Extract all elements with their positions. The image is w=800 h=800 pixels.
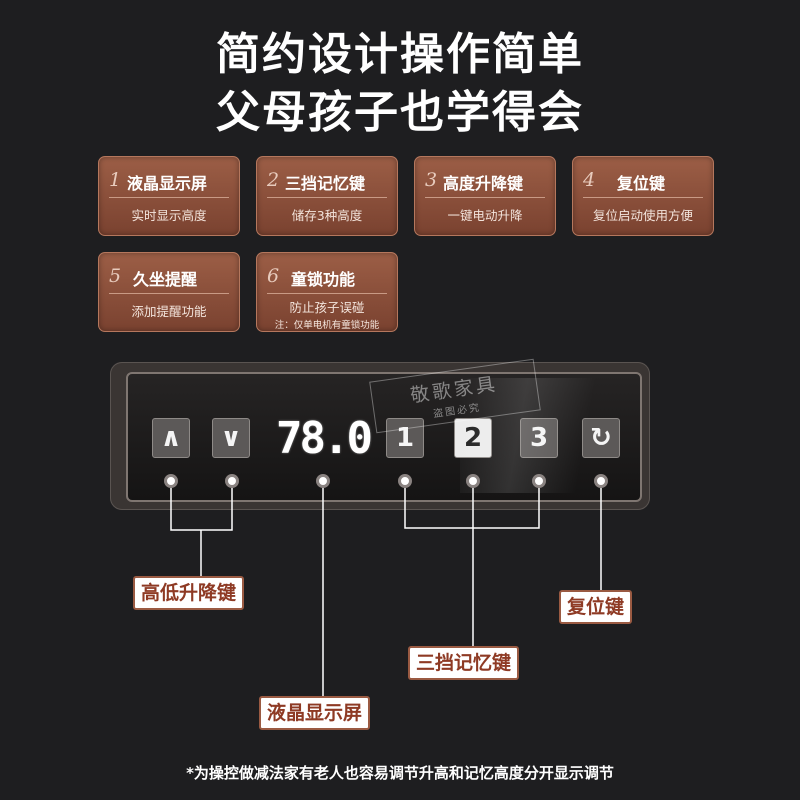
feature-number: 1	[109, 169, 122, 191]
feature-title: 复位键	[617, 174, 666, 193]
footer-note: *为操控做减法家有老人也容易调节升高和记忆高度分开显示调节	[186, 764, 614, 782]
reset-icon: ↻	[590, 423, 612, 453]
callout-reset-key: 复位键	[559, 590, 633, 624]
connector-memory	[404, 488, 540, 529]
indicator-dot-reset	[594, 474, 608, 488]
feature-title: 液晶显示屏	[127, 174, 208, 193]
callout-lcd: 液晶显示屏	[259, 696, 371, 730]
feature-number: 3	[425, 169, 438, 191]
reset-button[interactable]: ↻	[582, 418, 620, 458]
feature-card-lcd: 1 液晶显示屏 实时显示高度	[98, 156, 240, 236]
feature-title: 高度升降键	[443, 174, 524, 193]
feature-number: 2	[267, 169, 280, 191]
callout-updown-keys: 高低升降键	[133, 576, 245, 610]
indicator-dot-up	[164, 474, 178, 488]
feature-card-memory: 2 三挡记忆键 储存3种高度	[256, 156, 398, 236]
divider	[425, 197, 545, 198]
feature-desc: 储存3种高度	[291, 208, 363, 223]
feature-card-height: 3 高度升降键 一键电动升降	[414, 156, 556, 236]
divider	[267, 197, 387, 198]
divider	[109, 197, 229, 198]
memory-1-button[interactable]: 1	[386, 418, 424, 458]
divider	[267, 293, 387, 294]
feature-number: 5	[109, 265, 122, 287]
indicator-dot-mem2	[466, 474, 480, 488]
callout-memory-keys: 三挡记忆键	[408, 646, 520, 680]
feature-number: 4	[583, 169, 596, 191]
feature-card-sit-reminder: 5 久坐提醒 添加提醒功能	[98, 252, 240, 332]
indicator-dot-down	[225, 474, 239, 488]
up-arrow-icon: ∧	[160, 423, 182, 453]
lcd-height-display: 78.0	[276, 413, 373, 464]
feature-desc: 一键电动升降	[447, 208, 523, 223]
feature-desc: 添加提醒功能	[131, 304, 207, 319]
divider	[109, 293, 229, 294]
feature-number: 6	[267, 265, 280, 287]
divider	[583, 197, 703, 198]
headline-line-2: 父母孩子也学得会	[216, 87, 584, 138]
memory-3-button[interactable]: 3	[520, 418, 558, 458]
feature-title: 三挡记忆键	[285, 174, 366, 193]
down-arrow-icon: ∨	[220, 423, 242, 453]
indicator-dot-mem3	[532, 474, 546, 488]
memory-2-button[interactable]: 2	[454, 418, 492, 458]
headline-line-1: 简约设计操作简单	[216, 29, 584, 80]
feature-card-child-lock: 6 童锁功能 防止孩子误碰 注：仅单电机有童锁功能	[256, 252, 398, 332]
down-button[interactable]: ∨	[212, 418, 250, 458]
connector-updown	[170, 488, 233, 531]
feature-desc: 实时显示高度	[131, 208, 207, 223]
indicator-dot-lcd	[316, 474, 330, 488]
feature-desc: 防止孩子误碰	[289, 300, 365, 315]
up-button[interactable]: ∧	[152, 418, 190, 458]
feature-title: 童锁功能	[291, 270, 356, 289]
memory-1-label: 1	[395, 423, 415, 453]
indicator-dot-mem1	[398, 474, 412, 488]
feature-title: 久坐提醒	[133, 270, 198, 289]
feature-card-reset: 4 复位键 复位启动使用方便	[572, 156, 714, 236]
feature-desc: 复位启动使用方便	[592, 208, 693, 223]
memory-2-label: 2	[463, 423, 483, 453]
memory-3-label: 3	[529, 423, 549, 453]
feature-note: 注：仅单电机有童锁功能	[274, 320, 380, 331]
